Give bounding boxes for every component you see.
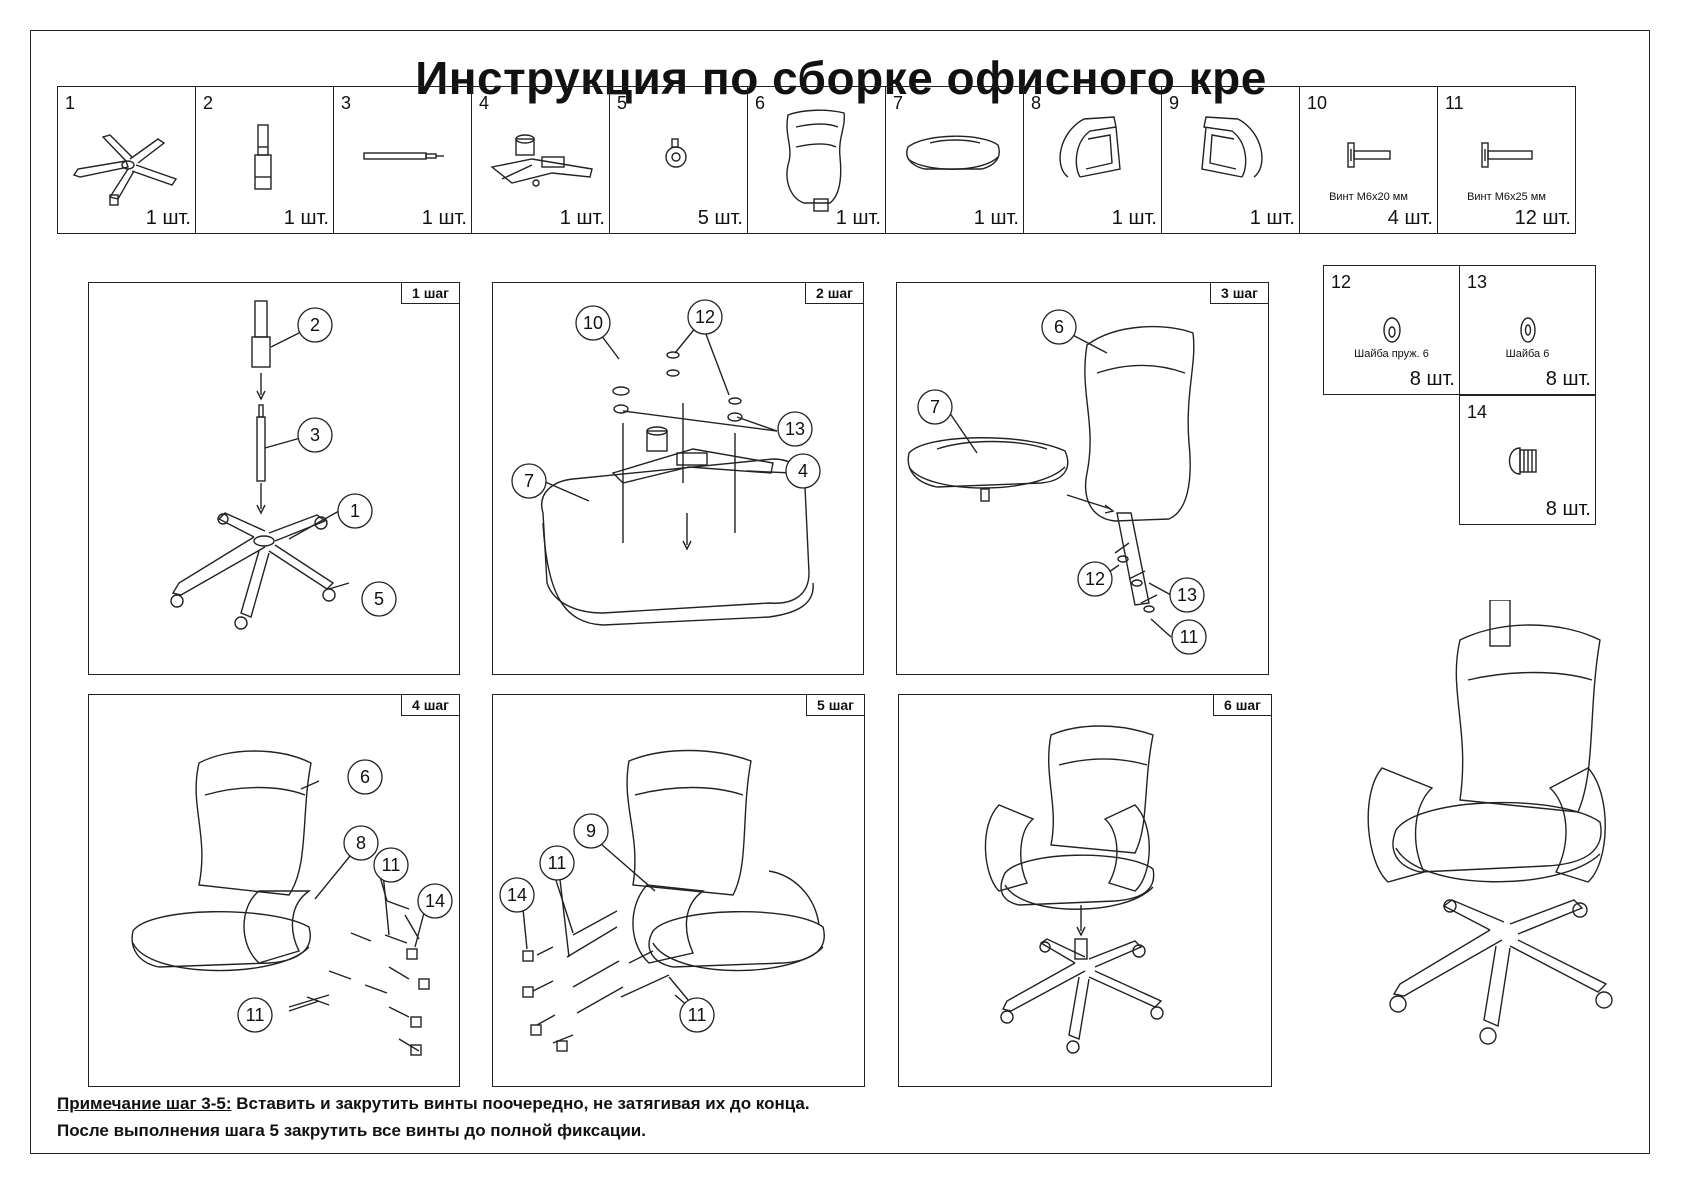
- gas-lift-icon: [254, 124, 272, 190]
- step-label: 4 шаг: [401, 694, 460, 716]
- callout-11: 11: [688, 1005, 707, 1025]
- callout-7: 7: [930, 397, 940, 417]
- step-1-panel: 1 шаг 2 3 1 5: [88, 282, 460, 675]
- callout-11: 11: [382, 855, 401, 875]
- callout-7: 7: [524, 471, 534, 491]
- step-5-illustration: 11 9 14 11: [499, 749, 825, 1052]
- part-cell-10: 10 Винт М6х20 мм 4 шт.: [1299, 86, 1438, 234]
- screw-icon: [1347, 142, 1391, 168]
- part-cell-5: 5 5 шт.: [609, 86, 748, 234]
- star-base-icon: [72, 134, 178, 206]
- step-label: 6 шаг: [1213, 694, 1272, 716]
- left-armrest-icon: [1059, 116, 1121, 178]
- assembled-chair-illustration: [1367, 600, 1613, 1045]
- step-3-panel: 3 шаг 6 7 12 13 11: [896, 282, 1269, 675]
- callout-2: 2: [310, 315, 320, 335]
- part-cell-2: 2 1 шт.: [195, 86, 334, 234]
- callout-14: 14: [507, 885, 527, 905]
- assembly-note-line-2: После выполнения шага 5 закрутить все ви…: [57, 1121, 646, 1140]
- parts-table: 1 1 шт. 2 1 шт. 3 1 шт. 4 1 шт.: [57, 86, 1576, 234]
- spring-washer-icon: [1383, 317, 1401, 343]
- rod-icon: [363, 152, 444, 160]
- step-2-panel: 2 шаг 10 12 13 7 4: [492, 282, 864, 675]
- backrest-icon: [786, 109, 846, 212]
- step-label: 3 шаг: [1210, 282, 1269, 304]
- assembly-note-line-1: Примечание шаг 3-5: Вставить и закрутить…: [57, 1094, 810, 1114]
- step-label: 1 шаг: [401, 282, 460, 304]
- callout-8: 8: [356, 833, 366, 853]
- callout-9: 9: [586, 821, 596, 841]
- callout-11: 11: [246, 1005, 265, 1025]
- screw-icon-group: [306, 900, 430, 1056]
- callout-13: 13: [785, 419, 805, 439]
- callout-12: 12: [695, 307, 715, 327]
- part-cell-13: 13 Шайба 6 8 шт.: [1459, 265, 1596, 395]
- callout-12: 12: [1085, 569, 1105, 589]
- step-2-illustration: 10 12 13 7 4: [511, 299, 821, 626]
- screw-icon: [1481, 142, 1533, 168]
- step-6-illustration: [984, 725, 1164, 1054]
- callout-11: 11: [1180, 627, 1199, 647]
- screw-icon-group: [522, 836, 690, 1052]
- part-cell-12: 12 Шайба пруж. 6 8 шт.: [1323, 265, 1460, 395]
- callout-11: 11: [548, 853, 567, 873]
- caster-icon: [665, 138, 687, 168]
- callout-13: 13: [1177, 585, 1197, 605]
- washer-icon: [1520, 317, 1536, 343]
- note-prefix: Примечание шаг 3-5:: [57, 1094, 232, 1113]
- part-cell-7: 7 1 шт.: [885, 86, 1024, 234]
- part-cell-14: 14 8 шт.: [1459, 395, 1596, 525]
- step-1-illustration: 2 3 1 5: [170, 300, 397, 630]
- note-line-1: Вставить и закрутить винты поочередно, н…: [231, 1094, 810, 1113]
- part-cell-11: 11 Винт М6х25 мм 12 шт.: [1437, 86, 1576, 234]
- step-label: 5 шаг: [806, 694, 865, 716]
- part-cell-9: 9 1 шт.: [1161, 86, 1300, 234]
- callout-3: 3: [310, 425, 320, 445]
- part-cell-8: 8 1 шт.: [1023, 86, 1162, 234]
- callout-1: 1: [350, 501, 360, 521]
- step-4-panel: 4 шаг 6 8 11 14 11: [88, 694, 460, 1087]
- callout-14: 14: [425, 891, 445, 911]
- step-6-panel: 6 шаг: [898, 694, 1272, 1087]
- step-5-panel: 5 шаг 11 9 14 11: [492, 694, 865, 1087]
- part-cell-1: 1 1 шт.: [57, 86, 196, 234]
- callout-4: 4: [798, 461, 808, 481]
- callout-6: 6: [360, 767, 370, 787]
- step-3-illustration: 6 7 12 13 11: [907, 309, 1207, 655]
- mechanism-icon: [490, 134, 593, 187]
- cap-icon: [1508, 447, 1537, 475]
- seat-icon: [906, 135, 1000, 170]
- step-label: 2 шаг: [805, 282, 864, 304]
- callout-5: 5: [374, 589, 384, 609]
- step-4-illustration: 6 8 11 14 11: [131, 750, 453, 1056]
- part-cell-3: 3 1 шт.: [333, 86, 472, 234]
- part-cell-4: 4 1 шт.: [471, 86, 610, 234]
- callout-6: 6: [1054, 317, 1064, 337]
- callout-10: 10: [583, 313, 603, 333]
- right-armrest-icon: [1201, 116, 1263, 178]
- part-cell-6: 6 1 шт.: [747, 86, 886, 234]
